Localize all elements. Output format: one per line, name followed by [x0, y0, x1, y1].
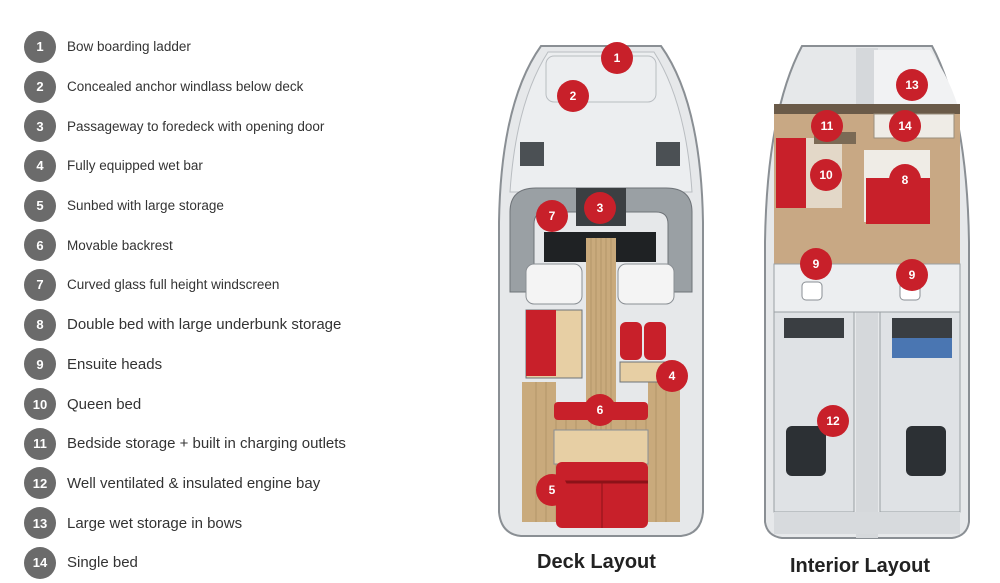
svg-text:4: 4 [669, 369, 676, 383]
legend-label: Well ventilated & insulated engine bay [67, 474, 321, 492]
interior-marker-12: 12 [817, 405, 849, 437]
interior-layout-drawing: 13 11 14 10 8 9 9 12 [764, 45, 970, 539]
legend-item: 7 Curved glass full height windscreen [24, 265, 444, 305]
interior-layout-caption: Interior Layout [790, 555, 931, 577]
legend-item: 3 Passageway to foredeck with opening doo… [24, 106, 444, 146]
legend-item: 6 Movable backrest [24, 225, 444, 265]
legend-item: 13 Large wet storage in bows [24, 503, 444, 543]
svg-text:1: 1 [614, 51, 621, 65]
svg-text:12: 12 [826, 414, 840, 428]
svg-text:9: 9 [909, 268, 916, 282]
interior-marker-14: 14 [889, 110, 921, 142]
svg-text:13: 13 [905, 78, 919, 92]
deck-layout-plan: 1 2 3 4 5 6 7 [496, 42, 706, 542]
legend-label: Bedside storage + built in charging outl… [67, 435, 346, 453]
deck-marker-3: 3 [584, 192, 616, 224]
svg-text:6: 6 [597, 403, 604, 417]
deck-marker-5: 5 [536, 474, 568, 506]
legend-label: Bow boarding ladder [67, 39, 191, 55]
legend-label: Double bed with large underbunk storage [67, 316, 342, 334]
legend-item: 5 Sunbed with large storage [24, 186, 444, 226]
legend-number-badge: 7 [24, 268, 56, 301]
legend-number-badge: 11 [24, 427, 56, 460]
svg-text:9: 9 [813, 257, 820, 271]
legend-number-badge: 12 [24, 467, 56, 500]
deck-marker-2: 2 [557, 80, 589, 112]
svg-text:14: 14 [898, 119, 912, 133]
svg-text:10: 10 [819, 168, 833, 182]
legend-number-badge: 14 [24, 546, 56, 579]
interior-layout-plan: 13 11 14 10 8 9 9 12 [762, 42, 972, 542]
legend-item: 4 Fully equipped wet bar [24, 146, 444, 186]
svg-text:11: 11 [821, 119, 834, 133]
svg-text:8: 8 [902, 173, 909, 187]
interior-marker-9-starboard: 9 [896, 259, 928, 291]
legend-number-badge: 10 [24, 388, 56, 421]
legend-item: 11 Bedside storage + built in charging ou… [24, 424, 444, 464]
deck-marker-7: 7 [536, 200, 568, 232]
legend-label: Single bed [67, 554, 138, 572]
svg-text:5: 5 [549, 483, 556, 497]
interior-marker-9-port: 9 [800, 248, 832, 280]
legend-label: Curved glass full height windscreen [67, 277, 280, 293]
deck-layout-caption: Deck Layout [537, 551, 656, 573]
legend-item: 1 Bow boarding ladder [24, 27, 444, 67]
legend-number-badge: 9 [24, 348, 56, 381]
legend-item: 2 Concealed anchor windlass below deck [24, 67, 444, 107]
legend-item: 10 Queen bed [24, 384, 444, 424]
deck-marker-4: 4 [656, 360, 688, 392]
legend-number-badge: 2 [24, 70, 56, 103]
legend-label: Concealed anchor windlass below deck [67, 79, 304, 95]
legend-label: Movable backrest [67, 237, 173, 253]
legend-number-badge: 6 [24, 229, 56, 262]
legend-number-badge: 13 [24, 507, 56, 540]
feature-legend: 1 Bow boarding ladder 2 Concealed anchor w… [24, 27, 444, 583]
deck-marker-1: 1 [601, 42, 633, 74]
legend-label: Queen bed [67, 395, 142, 413]
legend-item: 12 Well ventilated & insulated engine bay [24, 464, 444, 504]
legend-item: 14 Single bed [24, 543, 444, 583]
legend-label: Ensuite heads [67, 355, 163, 373]
interior-marker-13: 13 [896, 69, 928, 101]
svg-text:2: 2 [570, 89, 577, 103]
legend-item: 9 Ensuite heads [24, 345, 444, 385]
interior-marker-11: 11 [811, 110, 843, 142]
legend-number-badge: 1 [24, 30, 56, 63]
legend-label: Sunbed with large storage [67, 198, 224, 214]
interior-marker-8: 8 [889, 164, 921, 196]
svg-text:3: 3 [597, 201, 604, 215]
deck-layout-drawing: 1 2 3 4 5 6 7 [498, 42, 704, 537]
interior-marker-10: 10 [810, 159, 842, 191]
legend-number-badge: 3 [24, 110, 56, 143]
legend-number-badge: 5 [24, 189, 56, 222]
legend-number-badge: 8 [24, 308, 56, 341]
legend-item: 8 Double bed with large underbunk storage [24, 305, 444, 345]
deck-marker-6: 6 [584, 394, 616, 426]
legend-label: Passageway to foredeck with opening door [67, 118, 325, 134]
legend-number-badge: 4 [24, 149, 56, 182]
svg-text:7: 7 [549, 209, 556, 223]
legend-label: Fully equipped wet bar [67, 158, 203, 174]
legend-label: Large wet storage in bows [67, 514, 243, 532]
